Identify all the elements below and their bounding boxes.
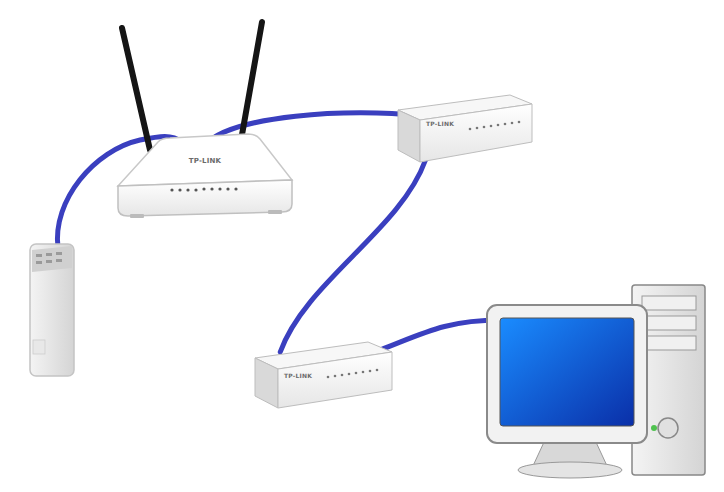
switch-node: TP-LINK: [420, 108, 530, 160]
switch-body: [398, 95, 532, 162]
pc-monitor: [487, 305, 647, 478]
router-node: TP-LINK: [160, 145, 250, 177]
router-antenna: [240, 22, 262, 146]
network-cable: [280, 160, 425, 352]
router-body: [118, 134, 292, 218]
nas-drive: [30, 244, 74, 376]
router-antenna: [122, 28, 150, 150]
brand-label: TP-LINK: [189, 157, 221, 165]
switch-body: [255, 342, 392, 408]
brand-label: TP-LINK: [426, 120, 454, 127]
pc-cable: [380, 320, 500, 350]
brand-label: TP-LINK: [284, 372, 312, 379]
switch-node: TP-LINK: [278, 352, 390, 404]
